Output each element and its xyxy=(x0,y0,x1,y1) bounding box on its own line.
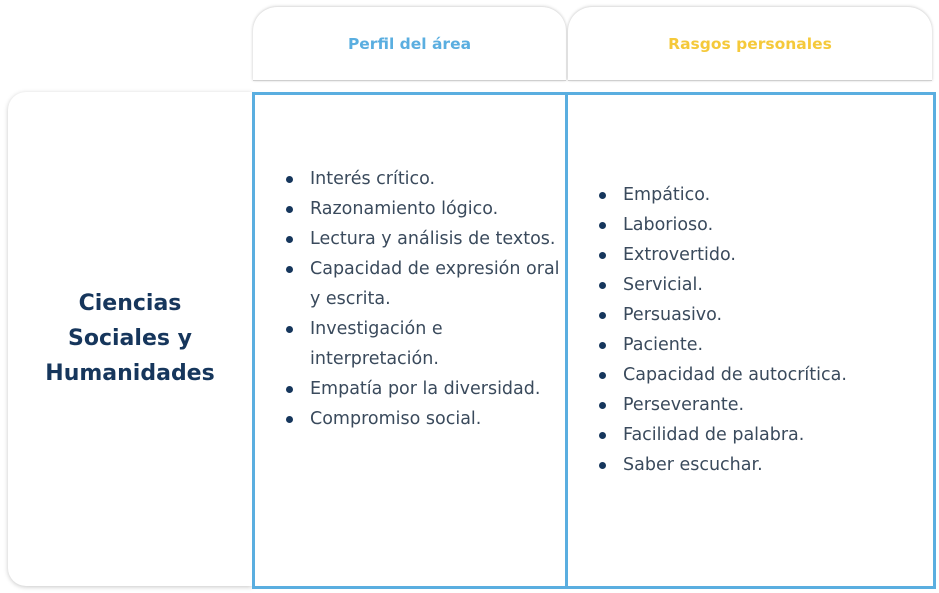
list-item: Perseverante. xyxy=(583,390,928,420)
list-item: Servicial. xyxy=(583,270,928,300)
list-item: Razonamiento lógico. xyxy=(270,194,562,224)
area-panel: Ciencias Sociales y Humanidades xyxy=(8,92,252,586)
list-item: Lectura y análisis de textos. xyxy=(270,224,562,254)
header-traits-label: Rasgos personales xyxy=(668,34,832,53)
list-item: Empatía por la diversidad. xyxy=(270,374,562,404)
list-item: Investigación e interpretación. xyxy=(270,314,562,374)
list-item: Facilidad de palabra. xyxy=(583,420,928,450)
header-profile-label: Perfil del área xyxy=(347,34,472,53)
list-item: Saber escuchar. xyxy=(583,450,928,480)
traits-column: Empático. Laborioso. Extrovertido. Servi… xyxy=(565,92,936,589)
list-item: Compromiso social. xyxy=(270,404,562,434)
list-item: Capacidad de autocrítica. xyxy=(583,360,928,390)
list-item: Paciente. xyxy=(583,330,928,360)
area-title: Ciencias Sociales y Humanidades xyxy=(45,290,215,386)
header-profile: Perfil del área xyxy=(253,7,566,81)
list-item: Empático. xyxy=(583,180,928,210)
list-item: Laborioso. xyxy=(583,210,928,240)
profile-column: Interés crítico. Razonamiento lógico. Le… xyxy=(252,92,568,589)
header-traits: Rasgos personales xyxy=(568,7,932,81)
traits-list: Empático. Laborioso. Extrovertido. Servi… xyxy=(583,180,928,480)
list-item: Persuasivo. xyxy=(583,300,928,330)
list-item: Capacidad de expresión oral y escrita. xyxy=(270,254,562,314)
list-item: Interés crítico. xyxy=(270,164,562,194)
profile-list: Interés crítico. Razonamiento lógico. Le… xyxy=(270,164,562,434)
list-item: Extrovertido. xyxy=(583,240,928,270)
